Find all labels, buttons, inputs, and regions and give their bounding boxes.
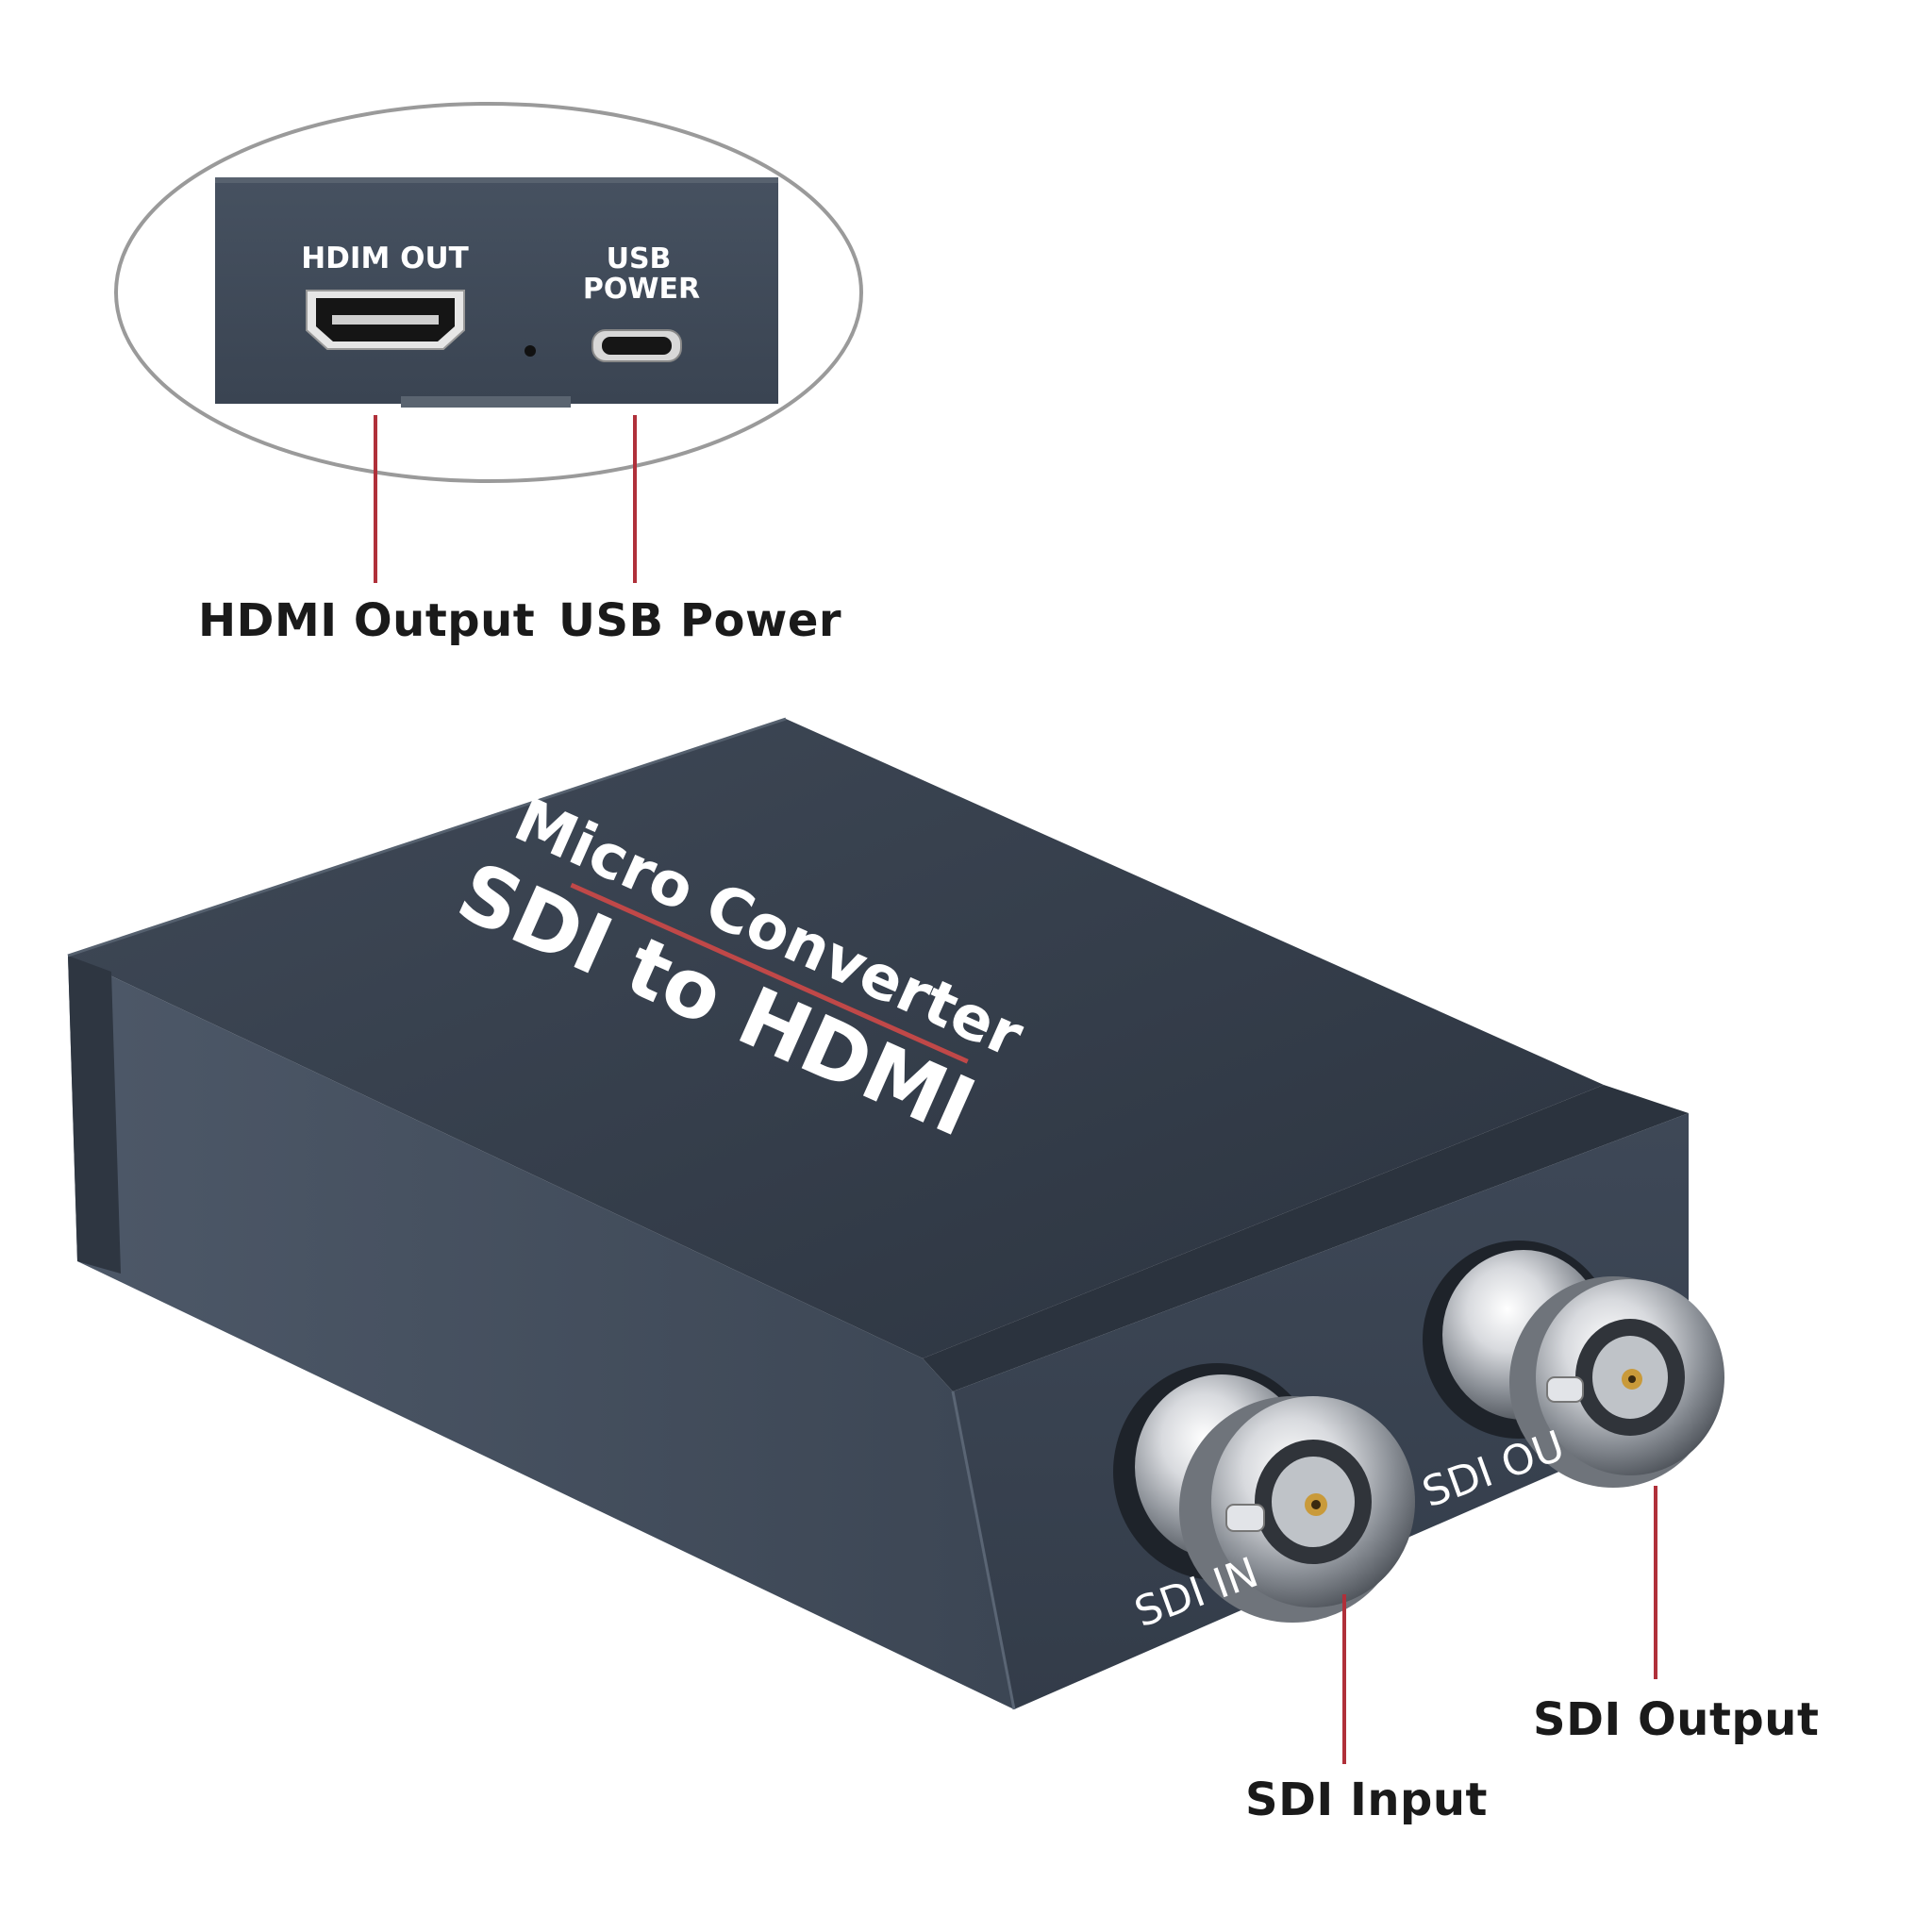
inset-zoom: HDIM OUT USB POWER [114,102,863,583]
callout-sdi-input: SDI Input [1245,1774,1488,1826]
converter-device: Micro Converter SDI to HDMI [67,717,1724,1764]
led-icon [525,345,536,357]
inset-usb-label-2: POWER [583,273,700,306]
sdi-in-connector-icon [1113,1363,1415,1623]
inset-usb-label-1: USB [607,242,672,275]
title-accent-stripe [570,882,969,1064]
inset-hdmi-label: HDIM OUT [301,242,469,275]
device-side [68,956,1014,1709]
device-top [68,719,1604,1358]
inset-ellipse [114,102,863,483]
callout-sdi-output: SDI Output [1533,1693,1820,1746]
callout-usb-power: USB Power [558,594,842,647]
callout-hdmi-output: HDMI Output [198,594,536,647]
hdmi-port-icon [306,290,465,350]
micro-usb-port-icon [591,329,682,362]
sdi-out-connector-icon [1423,1241,1724,1488]
